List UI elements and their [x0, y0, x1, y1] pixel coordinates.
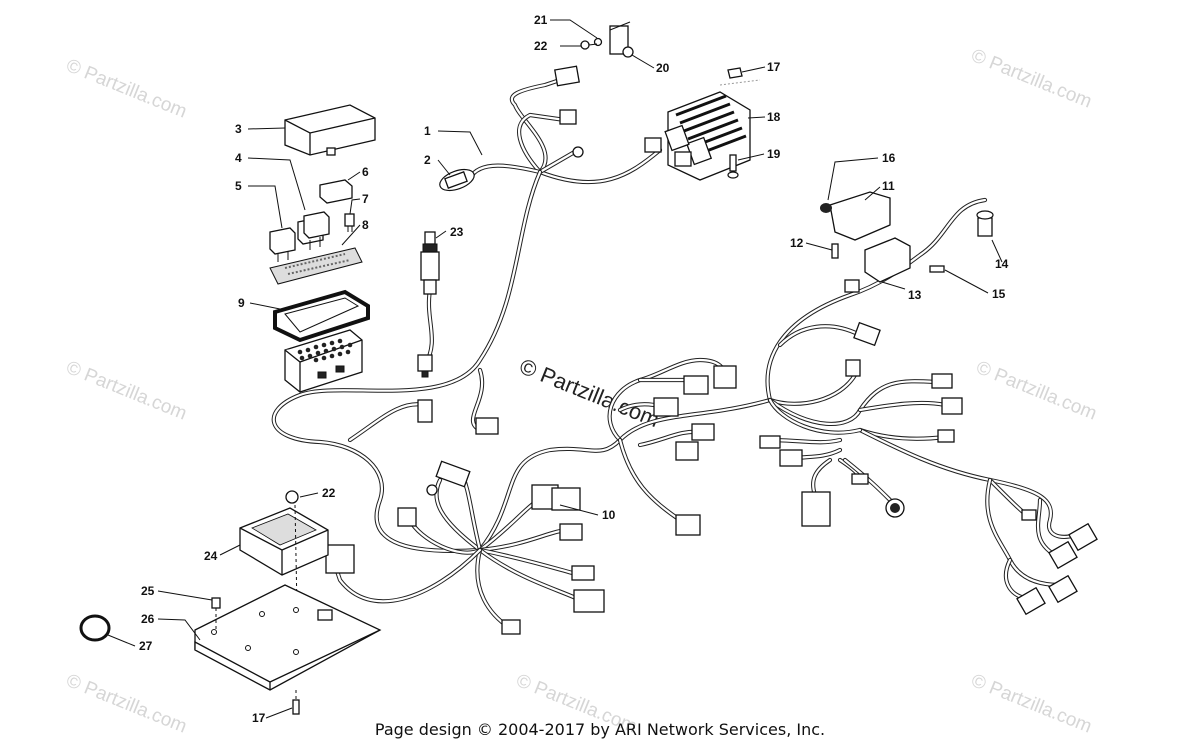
ecu-mounting-tray [194, 584, 382, 691]
page-footer-copyright: Page design © 2004-2017 by ARI Network S… [374, 720, 826, 739]
callout-10: 10 [602, 508, 616, 522]
callout-11: 11 [882, 179, 895, 193]
bracket-20 [609, 21, 634, 58]
callout-23: 23 [450, 225, 464, 239]
ignition-coil-bracket [829, 191, 891, 241]
callout-4: 4 [235, 151, 242, 165]
callout-6: 6 [362, 165, 369, 179]
harness-center-span [477, 397, 773, 553]
fuse-label-sheet [269, 247, 363, 285]
callout-14: 14 [995, 257, 1009, 271]
callout-7: 7 [362, 192, 369, 206]
watermark-center: © Partzilla.com [516, 353, 663, 432]
callout-26: 26 [141, 612, 155, 626]
screw-25 [211, 597, 221, 630]
fuse-box-cover [284, 104, 376, 156]
callout-17-bottom: 17 [252, 711, 266, 725]
watermark-tl: © Partzilla.com [63, 55, 190, 122]
callout-15: 15 [992, 287, 1006, 301]
callout-16: 16 [882, 151, 896, 165]
callout-27: 27 [139, 639, 153, 653]
callout-12: 12 [790, 236, 804, 250]
callout-20: 20 [656, 61, 670, 75]
screw-15 [929, 265, 945, 273]
ecu-module [239, 490, 329, 661]
harness-sensor-link [347, 402, 428, 443]
watermark-mr: © Partzilla.com [973, 357, 1100, 424]
callout-1: 1 [424, 124, 431, 138]
callout-2: 2 [424, 153, 431, 167]
callout-8: 8 [362, 218, 369, 232]
callout-9: 9 [238, 296, 245, 310]
relay-small [319, 179, 353, 204]
relay-pair [269, 211, 330, 262]
fuse-box-base [284, 329, 363, 393]
screw-19 [727, 154, 739, 179]
oxygen-sensor [417, 231, 440, 378]
grommet-14 [976, 210, 994, 237]
watermark-tr: © Partzilla.com [968, 45, 1095, 112]
harness-connector-plugs [325, 321, 1098, 635]
callout-5: 5 [235, 179, 242, 193]
callout-19: 19 [767, 147, 781, 161]
fuse [344, 213, 355, 232]
callout-22-top: 22 [534, 39, 548, 53]
callout-22-ecu: 22 [322, 486, 336, 500]
screw-22-top [580, 40, 598, 50]
callout-25: 25 [141, 584, 155, 598]
fuse-box-gasket [273, 289, 370, 343]
callout-24: 24 [204, 549, 218, 563]
ignition-coil [844, 237, 911, 293]
connector-item-2 [439, 168, 475, 192]
harness-connector-low [617, 437, 683, 523]
callout-13: 13 [908, 288, 922, 302]
screw-12 [831, 243, 839, 259]
watermark-ml: © Partzilla.com [63, 357, 190, 424]
nut-17-top [719, 67, 761, 86]
callout-17-top: 17 [767, 60, 781, 74]
top-harness-connectors [554, 65, 584, 158]
callout-3: 3 [235, 122, 242, 136]
screw-17-bottom [292, 690, 300, 715]
callout-21: 21 [534, 13, 548, 27]
callout-18: 18 [767, 110, 781, 124]
harness-item2-branch [467, 163, 543, 181]
harness-ecu-branch [332, 547, 483, 604]
hose-clamp-27 [79, 614, 111, 642]
nut-16 [820, 203, 832, 213]
leader-lines [107, 19, 1003, 719]
callout-labels: 1 2 3 4 5 6 7 8 9 10 11 12 13 14 15 16 1… [139, 13, 1009, 725]
